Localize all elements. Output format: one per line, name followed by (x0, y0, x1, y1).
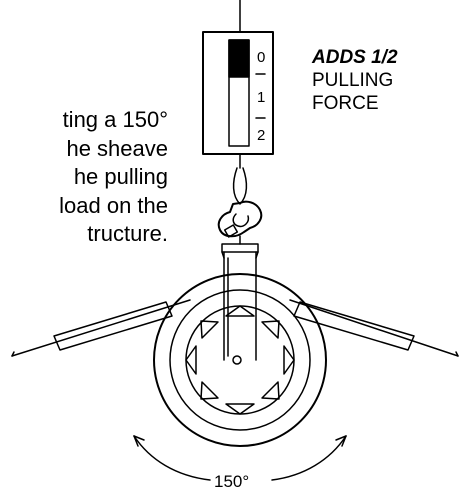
rope-right-arrowhead (455, 351, 459, 357)
scale-body (202, 31, 274, 155)
angle-arc-left (133, 435, 211, 481)
angle-arrow-left (133, 435, 139, 447)
callout-highlight: ADDS 1/2 (312, 47, 398, 68)
block-top-cap (221, 243, 259, 253)
rope-left (11, 299, 191, 357)
angle-arrow-left-2 (133, 435, 145, 441)
cable-loop (232, 167, 248, 205)
caption-line-4: load on the (59, 192, 168, 218)
sheave-axle (232, 355, 242, 365)
angle-arrow-right-2 (335, 435, 347, 441)
hook-latch (223, 224, 239, 238)
block-bevel-right (255, 251, 259, 259)
block-bevel-left (221, 251, 225, 259)
rope-sleeve-right (293, 301, 415, 351)
scale-label-2: 2 (257, 127, 265, 144)
caption-line-2: he sheave (66, 135, 168, 161)
rope-sleeve-left (53, 301, 173, 351)
caption-line-3: he pulling (73, 164, 168, 189)
scale-label-1: 1 (257, 89, 265, 106)
callout-line-2: PULLING (312, 70, 394, 91)
hook-throat (232, 213, 250, 228)
rope-left-arrowhead (11, 351, 15, 357)
rope-right (289, 299, 459, 357)
sheave-hub (185, 305, 295, 415)
scale-label-0: 0 (257, 49, 265, 66)
caption-line-1: ting a 150° (62, 107, 168, 132)
caption-line-5: tructure. (87, 221, 168, 246)
scale-indicator (228, 39, 250, 78)
sheave-outer-rim (153, 273, 327, 447)
callout-line-3: FORCE (312, 93, 379, 114)
angle-label: 150° (214, 472, 249, 491)
caption-text: ting a 150° he sheave he pulling load on… (0, 106, 168, 249)
callout-text: ADDS 1/2 PULLING FORCE (312, 46, 398, 115)
angle-arrow-right (341, 435, 347, 447)
sheave-spokes (185, 305, 295, 415)
sheave-inner-rim (169, 289, 311, 431)
crane-hook (217, 200, 263, 238)
angle-arc-right (271, 435, 347, 481)
